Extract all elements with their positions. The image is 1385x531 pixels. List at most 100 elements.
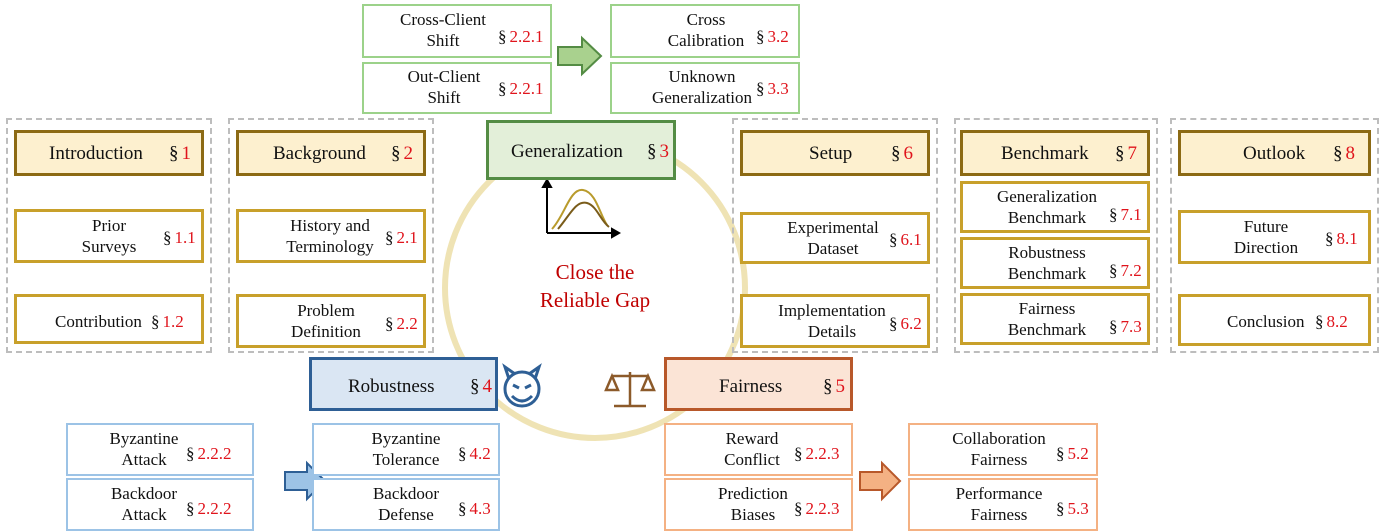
box-label: Generalization <box>511 141 623 162</box>
conclusion-box[interactable]: Conclusion §8.2 <box>1178 294 1371 346</box>
fairness-box[interactable]: Fairness §5 <box>664 357 853 411</box>
outlook-box[interactable]: Outlook §8 <box>1178 130 1371 176</box>
box-label: Introduction <box>49 143 143 164</box>
section-ref: §1.2 <box>151 312 184 331</box>
section-ref: §3.3 <box>756 79 789 98</box>
section-ref: §5 <box>823 376 845 397</box>
box-label: Robustness <box>348 376 435 397</box>
box-label: Conclusion <box>1227 312 1305 331</box>
robustness-box[interactable]: Robustness §4 <box>309 357 498 411</box>
generalization-box[interactable]: Generalization §3 <box>486 120 676 180</box>
contribution-box[interactable]: Contribution §1.2 <box>14 294 204 344</box>
section-ref: §8.2 <box>1315 312 1348 331</box>
box-label: Fairness <box>719 376 783 397</box>
section-ref: §3 <box>647 141 669 162</box>
setup-box[interactable]: Setup §6 <box>740 130 930 176</box>
devil-icon <box>502 363 542 408</box>
arrow-right-green <box>557 35 603 77</box>
section-ref: §2 <box>391 143 413 164</box>
background-box[interactable]: Background §2 <box>236 130 426 176</box>
section-ref: §2.1 <box>385 228 418 247</box>
section-ref: §7.3 <box>1109 317 1142 336</box>
section-ref: §2.2 <box>385 314 418 333</box>
section-ref: §1 <box>169 143 191 164</box>
section-ref: §5.3 <box>1056 499 1089 518</box>
introduction-box[interactable]: Introduction §1 <box>14 130 204 176</box>
section-ref: §1.1 <box>163 228 196 247</box>
box-label: Background <box>273 143 366 164</box>
box-label: Outlook <box>1243 143 1306 164</box>
section-ref: §6.2 <box>889 314 922 333</box>
section-ref: §4.2 <box>458 444 491 463</box>
section-ref: §8 <box>1333 143 1355 164</box>
section-ref: §5.2 <box>1056 444 1089 463</box>
group-benchmark <box>954 118 1158 353</box>
section-ref: §4.3 <box>458 499 491 518</box>
box-label: Contribution <box>55 312 142 331</box>
group-introduction <box>6 118 212 353</box>
scale-icon <box>604 372 656 408</box>
section-ref: §4 <box>470 376 492 397</box>
section-ref: §6 <box>891 143 913 164</box>
box-label: Benchmark <box>1001 143 1089 164</box>
section-ref: §2.2.2 <box>186 499 232 518</box>
arrow-right-orange <box>859 460 902 502</box>
section-ref: §2.2.1 <box>498 27 544 46</box>
section-ref: §3.2 <box>756 27 789 46</box>
box-label: Setup <box>809 143 853 164</box>
section-ref: §2.2.2 <box>186 444 232 463</box>
section-ref: §7.1 <box>1109 205 1142 224</box>
section-ref: §8.1 <box>1325 229 1358 248</box>
section-ref: §7.2 <box>1109 261 1142 280</box>
benchmark-box[interactable]: Benchmark §7 <box>960 130 1150 176</box>
group-setup <box>732 118 938 353</box>
group-outlook <box>1170 118 1379 353</box>
group-background <box>228 118 434 353</box>
section-ref: §2.2.3 <box>794 444 840 463</box>
section-ref: §2.2.1 <box>498 79 544 98</box>
section-ref: §6.1 <box>889 230 922 249</box>
